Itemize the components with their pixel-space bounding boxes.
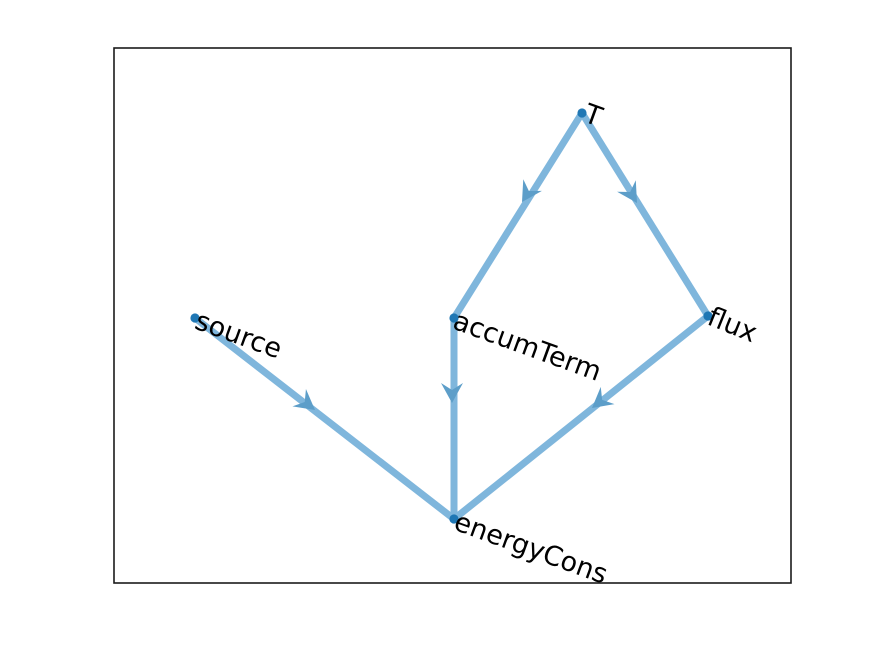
node-marker-flux[interactable] — [703, 311, 713, 321]
edge-source-to-energyCons — [192, 315, 457, 522]
node-marker-energyCons[interactable] — [449, 514, 459, 524]
arrowheads-layer — [292, 179, 637, 410]
nodes-layer — [190, 108, 713, 524]
edge-T-to-accumTerm — [451, 111, 585, 320]
edge-flux-to-energyCons — [451, 313, 711, 522]
arrowhead-T-to-accumTerm — [522, 179, 542, 202]
node-marker-accumTerm[interactable] — [449, 313, 459, 323]
arrowhead-accumTerm-to-energyCons — [441, 383, 463, 403]
node-marker-source[interactable] — [190, 313, 200, 323]
arrowhead-flux-to-energyCons — [592, 386, 615, 408]
arrowhead-source-to-energyCons — [292, 389, 315, 410]
node-marker-T[interactable] — [577, 108, 587, 118]
arrowhead-T-to-flux — [617, 180, 637, 203]
edge-T-to-flux — [579, 111, 711, 318]
edges-layer — [192, 111, 711, 522]
